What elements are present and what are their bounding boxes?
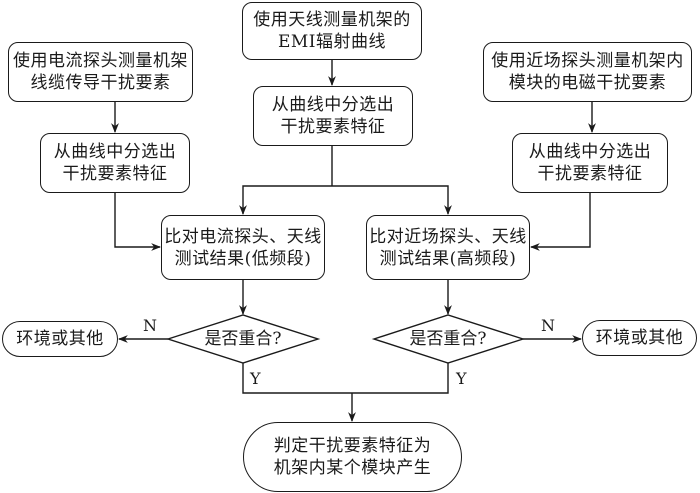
env-right-terminal: 环境或其他	[582, 320, 697, 356]
compare-high-line-1: 比对近场探头、天线	[369, 226, 527, 247]
edge-label-no-right: N	[541, 316, 555, 335]
edge-center-to-compare-low	[239, 185, 332, 215]
compare-low-line-2: 测试结果(低频段)	[174, 248, 312, 269]
compare-low-box: 比对电流探头、天线 测试结果(低频段)	[161, 215, 325, 280]
right-select-box: 从曲线中分选出 干扰要素特征	[512, 133, 668, 193]
edge-left-select-to-compare-low	[114, 193, 161, 251]
conclusion-terminal: 判定干扰要素特征为 机架内某个模块产生	[243, 422, 462, 492]
nearfield-probe-measure-box: 使用近场探头测量机架内 模块的电磁干扰要素	[483, 42, 692, 102]
left-select-line-2: 干扰要素特征	[62, 164, 168, 184]
decision-low-diamond	[165, 314, 321, 364]
decision-low-label: 是否重合?	[204, 329, 282, 349]
antenna-measure-box: 使用天线测量机架的 EMI辐射曲线	[242, 2, 422, 60]
edge-yes-left	[242, 363, 352, 394]
current-probe-line-1: 使用电流探头测量机架	[13, 51, 188, 71]
env-left-label: 环境或其他	[16, 329, 104, 349]
decision-high-label: 是否重合?	[409, 329, 487, 349]
center-select-box: 从曲线中分选出 干扰要素特征	[253, 86, 413, 146]
center-select-line-1: 从曲线中分选出	[271, 95, 395, 115]
nearfield-probe-line-1: 使用近场探头测量机架内	[491, 51, 684, 71]
right-select-line-2: 干扰要素特征	[537, 164, 643, 184]
env-left-terminal: 环境或其他	[2, 321, 118, 357]
compare-high-box: 比对近场探头、天线 测试结果(高频段)	[366, 215, 530, 280]
antenna-measure-line-1: 使用天线测量机架的	[253, 10, 411, 30]
current-probe-measure-box: 使用电流探头测量机架 线缆传导干扰要素	[8, 42, 193, 102]
edge-center-to-compare-high	[332, 185, 452, 215]
compare-high-line-2: 测试结果(高频段)	[379, 248, 517, 269]
edge-label-yes-left: Y	[250, 369, 261, 388]
right-select-line-1: 从曲线中分选出	[528, 142, 652, 162]
edge-yes-right	[352, 363, 449, 394]
env-right-label: 环境或其他	[595, 328, 684, 348]
nearfield-probe-line-2: 模块的电磁干扰要素	[508, 73, 667, 93]
left-select-line-1: 从曲线中分选出	[53, 142, 177, 162]
left-select-box: 从曲线中分选出 干扰要素特征	[40, 133, 190, 193]
edge-right-select-to-compare-high	[530, 193, 591, 251]
conclusion-line-1: 判定干扰要素特征为	[273, 436, 432, 456]
compare-low-line-1: 比对电流探头、天线	[164, 226, 322, 247]
conclusion-line-2: 机架内某个模块产生	[273, 458, 432, 478]
edge-label-no-left: N	[143, 316, 157, 335]
decision-high-diamond	[371, 314, 526, 364]
antenna-measure-line-2: EMI辐射曲线	[277, 32, 387, 52]
edge-label-yes-right: Y	[456, 369, 467, 388]
current-probe-line-2: 线缆传导干扰要素	[30, 73, 171, 93]
center-select-line-2: 干扰要素特征	[280, 117, 386, 137]
